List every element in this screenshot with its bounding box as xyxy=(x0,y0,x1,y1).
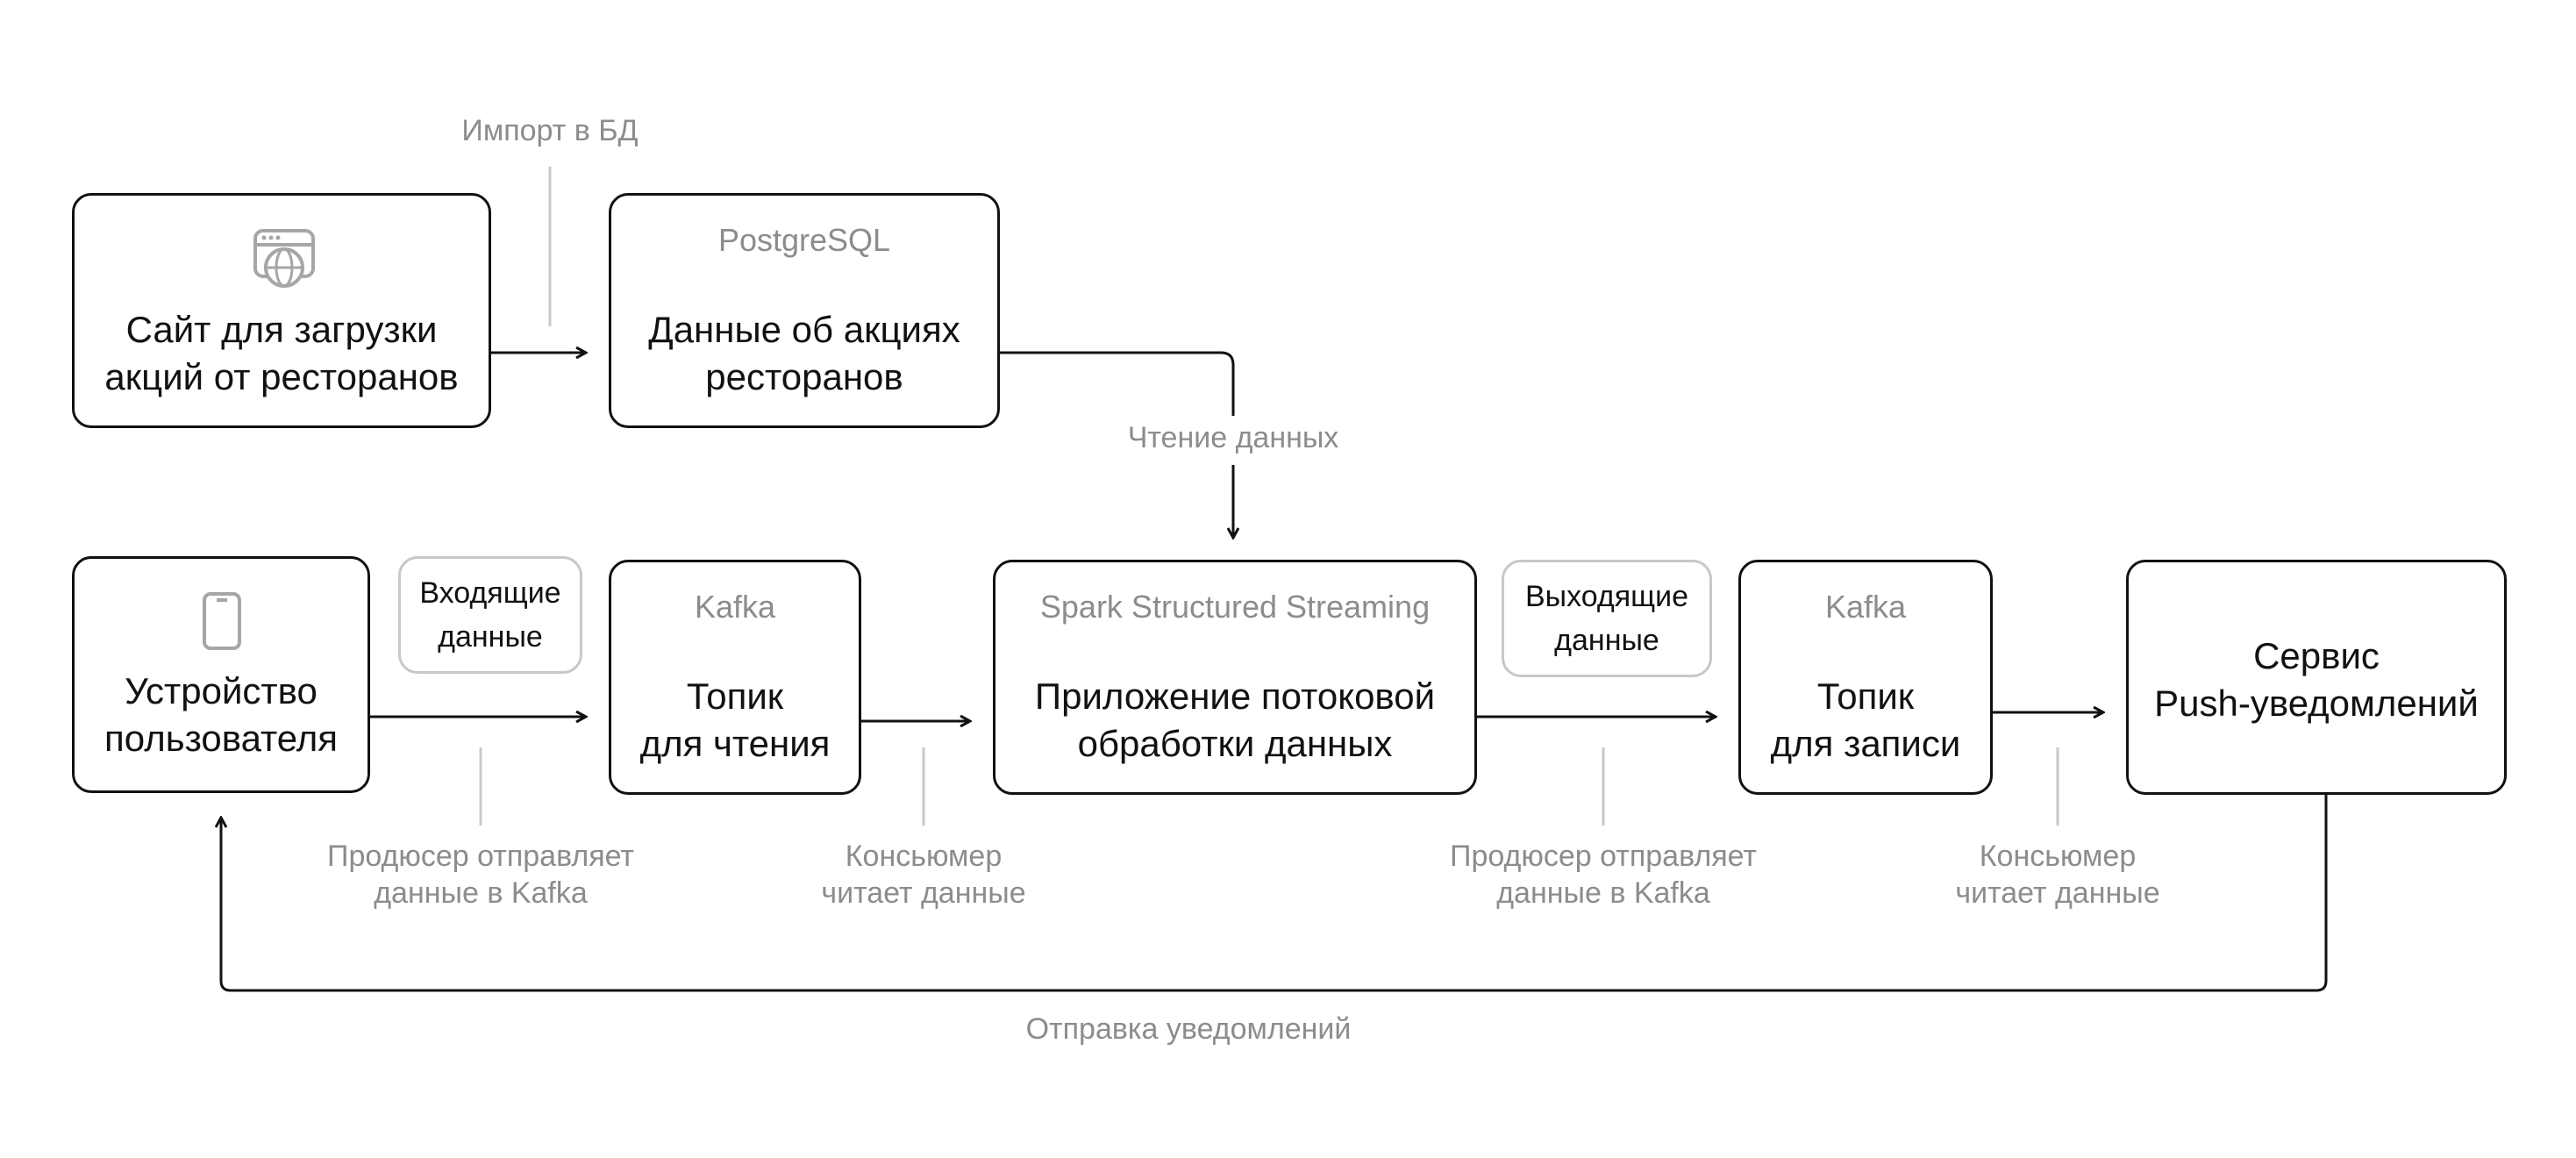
browser-globe-icon xyxy=(253,229,315,288)
label-producer-2: Продюсер отправляет данные в Kafka xyxy=(1450,840,1757,910)
tag-outgoing: Выходящие данные xyxy=(1502,560,1712,677)
node-kafka-read: Kafka Топик для чтения xyxy=(609,560,861,795)
node-kafka-write-tech: Kafka xyxy=(1824,589,1907,625)
tag-incoming: Входящие данные xyxy=(398,556,582,674)
node-spark: Spark Structured Streaming Приложение по… xyxy=(993,560,1477,795)
node-site: Сайт для загрузки акций от ресторанов xyxy=(72,193,491,428)
node-kafka-write: Kafka Топик для записи xyxy=(1738,560,1993,795)
arrow-postgres-to-spark xyxy=(998,351,1235,416)
label-consumer-2: Консьюмер читает данные xyxy=(1955,840,2160,910)
node-kafka-read-title: Топик для чтения xyxy=(639,676,831,764)
node-spark-tech: Spark Structured Streaming xyxy=(1039,589,1431,625)
smartphone-icon xyxy=(203,592,241,650)
node-kafka-read-tech: Kafka xyxy=(694,589,776,625)
label-import-db: Импорт в БД xyxy=(461,114,639,147)
arrow-push-to-device xyxy=(221,794,2328,992)
label-read-data: Чтение данных xyxy=(1127,421,1339,454)
node-postgres-title: Данные об акциях ресторанов xyxy=(648,309,960,397)
node-device: Устройство пользователя xyxy=(72,556,370,793)
node-postgres: PostgreSQL Данные об акциях ресторанов xyxy=(609,193,1000,428)
node-spark-title: Приложение потоковой обработки данных xyxy=(1034,676,1436,764)
node-push: Сервис Push-уведомлений xyxy=(2126,560,2507,795)
label-consumer-1: Консьюмер читает данные xyxy=(821,840,1026,910)
node-site-title: Сайт для загрузки акций от ресторанов xyxy=(104,309,459,397)
node-push-title: Сервис Push-уведомлений xyxy=(2154,635,2479,724)
label-producer-1: Продюсер отправляет данные в Kafka xyxy=(327,840,634,910)
node-device-title: Устройство пользователя xyxy=(104,670,338,759)
node-postgres-tech: PostgreSQL xyxy=(717,222,891,258)
label-send-notifications: Отправка уведомлений xyxy=(1025,1012,1352,1046)
node-kafka-write-title: Топик для записи xyxy=(1770,676,1961,764)
